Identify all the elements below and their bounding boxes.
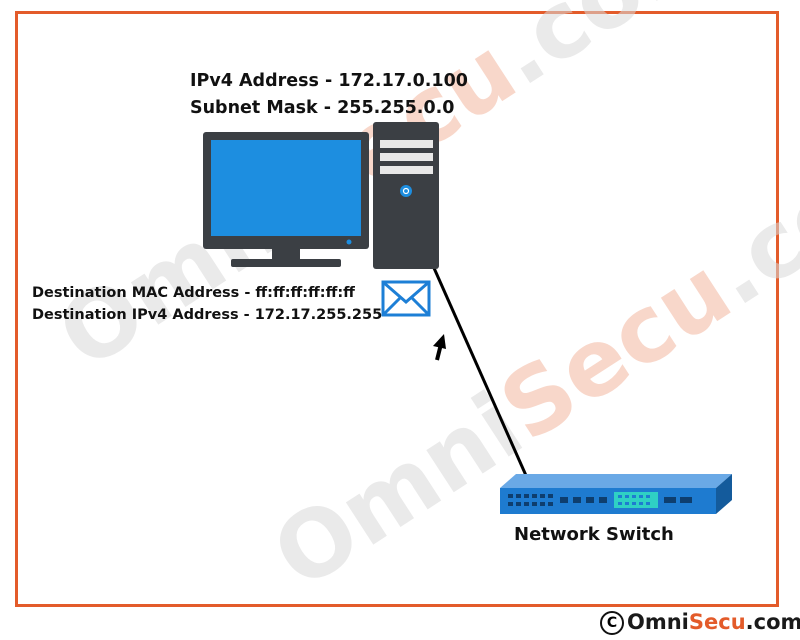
network-switch-label: Network Switch: [514, 524, 674, 545]
frame-destination-labels: Destination MAC Address - ff:ff:ff:ff:ff…: [32, 282, 382, 326]
destination-mac-label: Destination MAC Address - ff:ff:ff:ff:ff…: [32, 282, 382, 304]
copyright-icon: C: [600, 611, 624, 635]
host-address-labels: IPv4 Address - 172.17.0.100 Subnet Mask …: [190, 68, 468, 122]
up-arrow-icon: [433, 334, 446, 360]
network-switch-icon: [500, 474, 732, 514]
network-cable: [434, 268, 528, 480]
destination-ip-label: Destination IPv4 Address - 172.17.255.25…: [32, 304, 382, 326]
monitor-icon: [203, 132, 369, 267]
envelope-icon: [383, 282, 429, 315]
computer-tower-icon: [373, 122, 439, 269]
ipv4-address-label: IPv4 Address - 172.17.0.100: [190, 68, 468, 95]
subnet-mask-label: Subnet Mask - 255.255.0.0: [190, 95, 468, 122]
